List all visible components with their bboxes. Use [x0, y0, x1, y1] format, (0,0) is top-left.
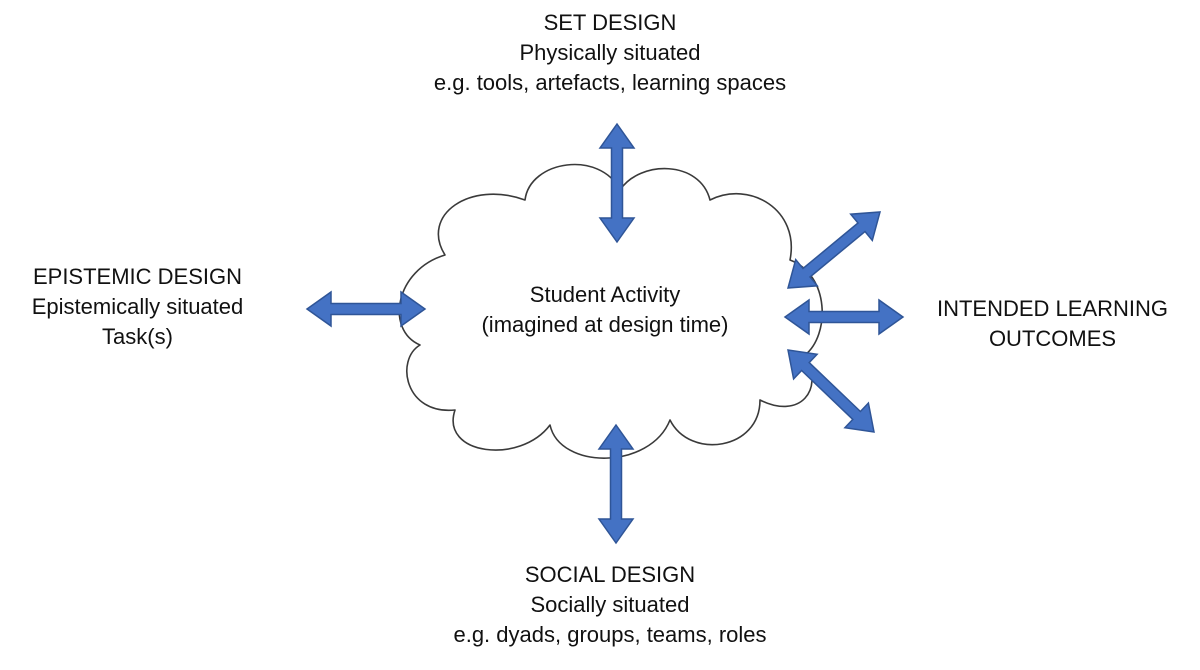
social-design-label: SOCIAL DESIGN Socially situated e.g. dya… [360, 560, 860, 650]
outcomes-label: INTENDED LEARNING OUTCOMES [920, 294, 1185, 354]
social-design-arrow [597, 423, 635, 545]
student-activity-label: Student Activity (imagined at design tim… [440, 280, 770, 340]
set-design-arrow [598, 122, 636, 244]
outcomes-arrow-lower [787, 349, 875, 433]
outcomes-line-2: OUTCOMES [988, 326, 1117, 351]
set-design-subtitle: Physically situated [519, 40, 701, 65]
social-design-subtitle: Socially situated [530, 592, 690, 617]
center-line-1: Student Activity [529, 282, 681, 307]
epistemic-design-title: EPISTEMIC DESIGN [32, 264, 243, 289]
social-design-examples: e.g. dyads, groups, teams, roles [453, 622, 767, 647]
set-design-label: SET DESIGN Physically situated e.g. tool… [370, 8, 850, 98]
set-design-examples: e.g. tools, artefacts, learning spaces [433, 70, 787, 95]
epistemic-design-label: EPISTEMIC DESIGN Epistemically situated … [0, 262, 275, 352]
outcomes-arrow-upper [786, 211, 882, 289]
center-line-2: (imagined at design time) [481, 312, 729, 337]
epistemic-design-examples: Task(s) [102, 324, 173, 349]
social-design-title: SOCIAL DESIGN [524, 562, 696, 587]
outcomes-line-1: INTENDED LEARNING [936, 296, 1169, 321]
set-design-title: SET DESIGN [543, 10, 677, 35]
outcomes-arrow-middle [783, 298, 905, 336]
epistemic-design-subtitle: Epistemically situated [31, 294, 244, 319]
epistemic-design-arrow [305, 290, 427, 328]
student-activity-cloud [398, 163, 823, 459]
